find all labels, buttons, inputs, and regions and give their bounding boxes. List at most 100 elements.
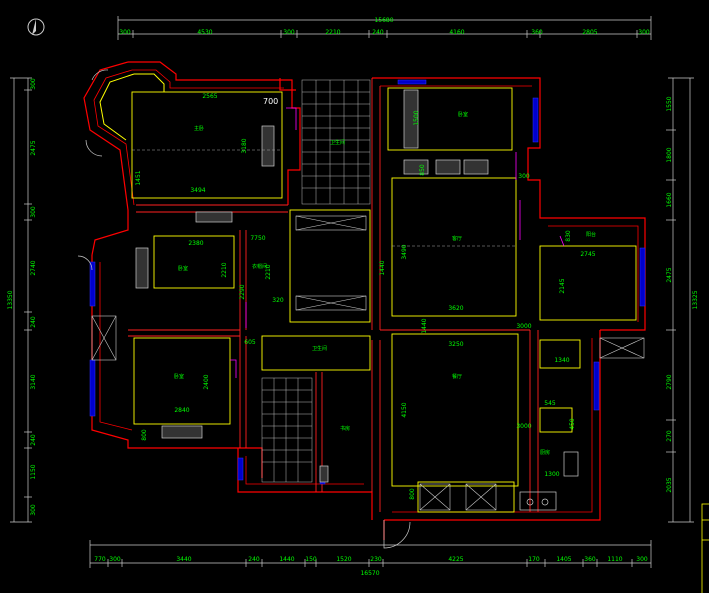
closet-block [289,209,371,323]
mid-dim: 1440 [379,260,386,275]
room-tag-living: 客厅 [452,235,462,242]
bottom-dim: 170 [528,556,540,563]
room-tag-balcony: 阳台 [586,231,596,238]
top-dim: 300 [119,29,131,36]
corner-dim: 700 [263,97,278,106]
bottom-total-dim: 16570 [360,570,379,577]
right-total-dim: 13325 [692,290,699,309]
bay-dim: 1451 [135,170,142,185]
bottom-dim: 1440 [279,556,294,563]
door-arcs [77,69,411,549]
top-dim: 2805 [582,29,597,36]
living-sofa [391,177,517,317]
right-room-height-dim: 2145 [559,278,566,293]
bed2-height-dim: 2210 [221,262,228,277]
room-tag-study: 书房 [340,425,350,432]
kitchen-box [539,339,581,369]
kit-b-dim: 3000 [516,423,531,430]
left-dim: 2475 [30,140,37,155]
room-tag-bath1: 卫生间 [330,139,345,146]
master-height-dim: 3180 [241,138,248,153]
room-tag-bed3: 卧室 [174,373,184,380]
wash-counter [261,335,371,371]
exterior-walls-inner [93,69,639,513]
bottom-dim: 1405 [556,556,571,563]
bottom-dim: 300 [109,556,121,563]
exterior-walls [83,61,646,540]
right-room [539,245,637,321]
left-dim: 240 [30,316,37,328]
dimension-lines [10,16,694,568]
tile-grid-bottom [261,377,313,483]
left-dim: 240 [30,434,37,446]
closet-b-dim: 2290 [239,284,246,299]
kit-box-2 [539,407,573,433]
dimension-ticks [24,30,676,567]
title-block [701,503,709,593]
master-bed [131,91,283,199]
furniture [135,89,579,511]
left-dim: 3140 [30,374,37,389]
living-height-dim: 3490 [401,244,408,259]
top-room [387,87,513,151]
top-dim: 360 [531,29,543,36]
bottom-dim: 230 [370,556,382,563]
right-dim: 1660 [666,192,673,207]
master-width-dim: 2565 [202,93,217,100]
bed2-width-dim: 2380 [188,240,203,247]
dining-table [391,333,519,487]
top-dim: 4160 [449,29,464,36]
room-tag-top: 卧室 [458,111,468,118]
left-dim: 2740 [30,260,37,275]
left-dim: 300 [30,206,37,218]
closet-height-dim: 2210 [265,264,272,279]
bed-3 [133,337,231,425]
right-room-d-dim: 830 [565,230,572,242]
side-b-dim: 3000 [516,323,531,330]
bottom-dim: 360 [584,556,596,563]
bottom-dim: 150 [305,556,317,563]
beam-lines [132,149,516,247]
bed-2 [153,235,235,289]
kit-a-dim: 545 [544,400,556,407]
left-dim: 300 [30,78,37,90]
closet-cabinets [91,215,645,511]
bed3-width-dim: 2840 [174,407,189,414]
top-total-dim: 15680 [374,17,393,24]
dining-width-dim: 3250 [448,341,463,348]
bottom-dim: 1110 [607,556,622,563]
kit-c-dim: 450 [569,418,576,430]
side-a-dim: 1440 [421,318,428,333]
room-tag-master: 主卧 [194,125,204,132]
bay-window [99,73,165,141]
top-dim: 300 [638,29,650,36]
nook2-dim: 605 [244,339,256,346]
door-swing-details [230,107,565,378]
top-room-height-dim: 1500 [413,110,420,125]
sep-dim: 850 [419,164,426,176]
bottom-dim: 770 [94,556,106,563]
closet-width-dim: 7750 [250,235,265,242]
interior-walls [128,78,539,512]
right-dim: 2035 [666,477,673,492]
nook-dim: 320 [272,297,284,304]
bottom-dim: 240 [248,556,260,563]
room-tag-kitchen: 厨房 [540,449,550,456]
top-dim: 240 [372,29,384,36]
bed3-d-dim: 800 [141,429,148,441]
bottom-dim: 300 [636,556,648,563]
room-tag-dining: 餐厅 [452,373,462,380]
right-dim: 2475 [666,267,673,282]
right-dim: 1800 [666,147,673,162]
left-dim: 1150 [30,464,37,479]
right-dim: 270 [666,430,673,442]
room-tag-bath2: 卫生间 [312,345,327,352]
top-dim: 4530 [197,29,212,36]
left-dim: 300 [30,504,37,516]
north-arrow-icon [27,18,45,36]
bed3-height-dim: 2400 [203,374,210,389]
room-outlines [131,87,637,513]
right-room-width-dim: 2745 [580,251,595,258]
cabinet-row [417,481,515,513]
